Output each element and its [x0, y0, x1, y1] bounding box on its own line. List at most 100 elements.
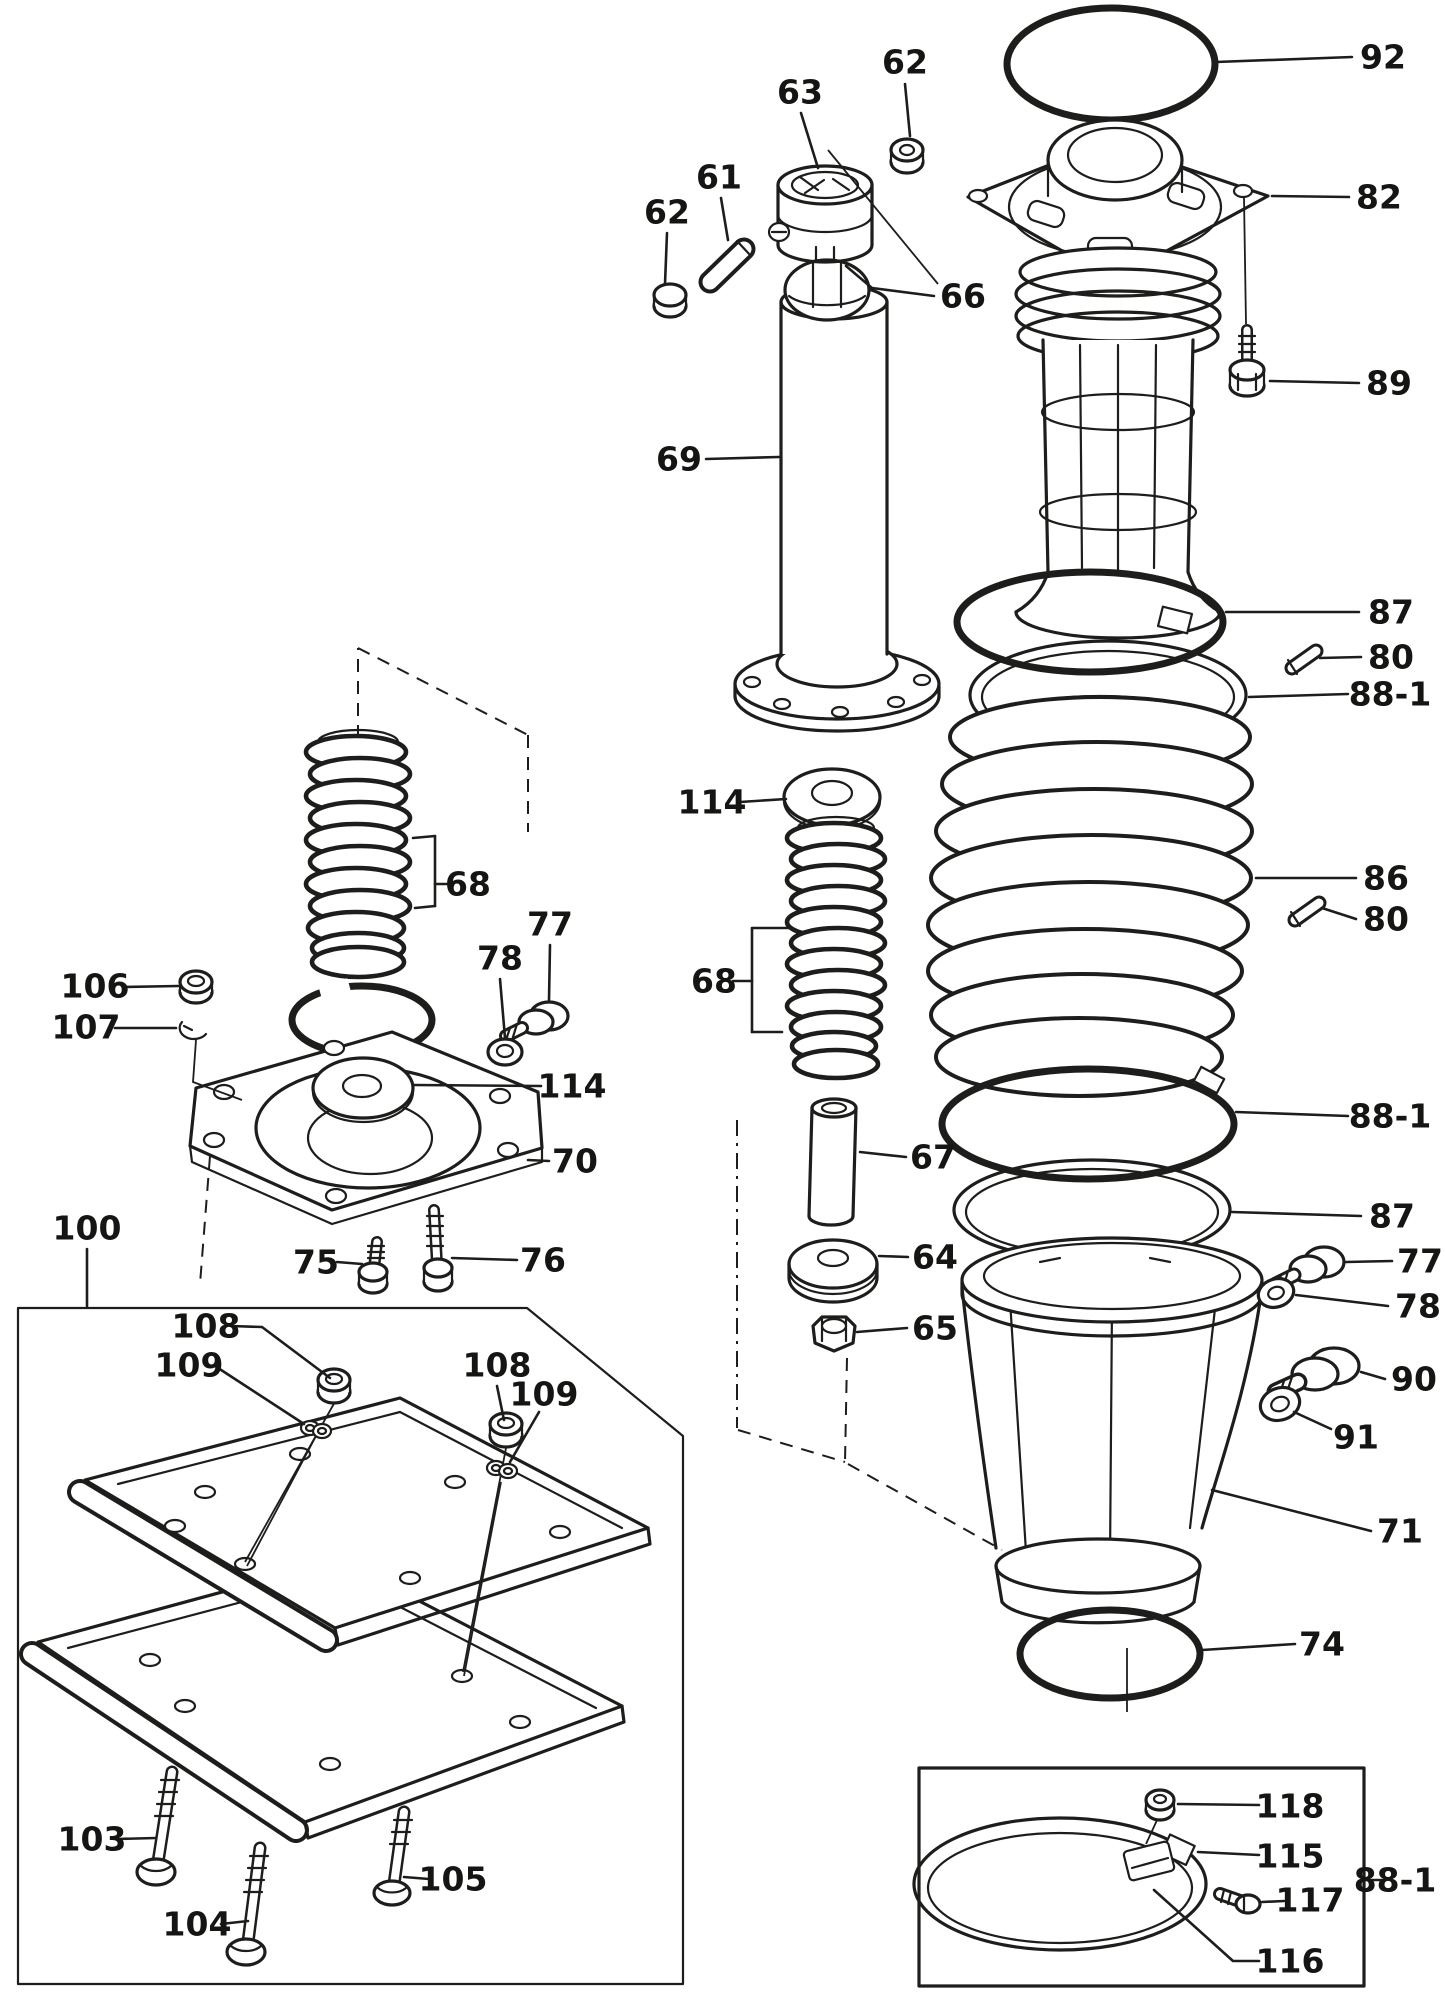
- leader-line-109: [213, 1364, 306, 1426]
- part-105-bolt: [372, 1805, 414, 1907]
- leader-line-108: [495, 1384, 506, 1422]
- leader-line-87: [1230, 1210, 1363, 1218]
- part-75-bolt: [357, 1236, 389, 1295]
- part-66-ball-joint: [783, 258, 871, 322]
- leader-line-77: [1344, 1259, 1394, 1264]
- part-106-nut: [178, 969, 214, 1005]
- part-108-nut-right: [462, 1411, 524, 1677]
- part-number-label-108: 108: [172, 1307, 241, 1346]
- part-number-label-74: 74: [1299, 1625, 1345, 1664]
- inset-assembly: [912, 1766, 1366, 1988]
- part-number-label-62: 62: [644, 193, 690, 232]
- leader-line-82: [1270, 194, 1351, 199]
- part-lower-foot-plate: [19, 1558, 626, 1843]
- part-number-label-117: 117: [1276, 1881, 1345, 1920]
- leader-line-90: [1359, 1370, 1387, 1381]
- leader-line-70: [526, 1158, 551, 1163]
- part-76-bolt: [422, 1204, 454, 1293]
- part-buckle: [1122, 1840, 1176, 1882]
- leader-line-115: [1196, 1850, 1261, 1857]
- part-86-bellows: [926, 694, 1254, 1098]
- foot-assembly: [16, 1306, 685, 1986]
- part-number-label-107: 107: [52, 1008, 121, 1047]
- part-number-label-91: 91: [1333, 1418, 1379, 1457]
- part-104-bolt: [225, 1841, 270, 1967]
- part-number-label-118: 118: [1256, 1787, 1325, 1826]
- part-71-lower-housing: [960, 1236, 1264, 1625]
- part-number-label-82: 82: [1356, 178, 1402, 217]
- part-number-label-63: 63: [777, 73, 823, 112]
- leader-line-114: [738, 797, 788, 804]
- part-62-cap: [652, 282, 688, 319]
- part-number-label-62: 62: [882, 43, 928, 82]
- leader-line-62: [663, 231, 669, 286]
- part-number-label-116: 116: [1256, 1942, 1325, 1981]
- leader-line-88-1: [1247, 692, 1350, 699]
- part-number-label-77: 77: [1397, 1242, 1443, 1281]
- leader-line-74: [1200, 1642, 1297, 1652]
- part-number-label-88-1: 88-1: [1349, 1097, 1432, 1136]
- part-number-label-80: 80: [1363, 900, 1409, 939]
- part-upper-foot-plate: [67, 1396, 652, 1653]
- part-number-label-64: 64: [912, 1238, 958, 1277]
- part-number-label-78: 78: [1395, 1287, 1441, 1326]
- part-number-label-115: 115: [1256, 1837, 1325, 1876]
- part-number-label-114: 114: [678, 783, 747, 822]
- leader-line-78: [1294, 1293, 1390, 1308]
- leader-line-108: [229, 1324, 332, 1380]
- part-74-o-ring: [1016, 1606, 1204, 1702]
- part-number-label-68: 68: [691, 962, 737, 1001]
- leader-line-117: [1260, 1899, 1286, 1904]
- leader-line-65: [855, 1326, 909, 1334]
- part-number-label-71: 71: [1377, 1512, 1423, 1551]
- part-number-label-65: 65: [912, 1309, 958, 1348]
- leader-line-118: [1176, 1802, 1261, 1807]
- leader-line-68: [413, 904, 437, 910]
- part-64-grommet: [787, 1238, 879, 1304]
- leader-line-89: [1268, 379, 1361, 385]
- leader-line-78: [498, 977, 507, 1040]
- part-80-pin-lower: [1287, 895, 1327, 928]
- left-assembly: [178, 728, 570, 1295]
- part-guide-cage: [1014, 246, 1222, 640]
- part-80-pin-upper: [1284, 643, 1324, 676]
- part-62-stop-nut: [889, 137, 925, 175]
- leader-line-76: [450, 1256, 519, 1262]
- alignment-lines: [192, 149, 1003, 1551]
- leader-line-114: [412, 1083, 543, 1088]
- part-number-label-114: 114: [538, 1067, 607, 1106]
- part-number-label-109: 109: [155, 1346, 224, 1385]
- part-103-bolt: [135, 1765, 181, 1887]
- part-number-label-68: 68: [445, 865, 491, 904]
- part-number-label-89: 89: [1366, 364, 1412, 403]
- leader-line-104: [219, 1919, 250, 1926]
- part-number-label-80: 80: [1368, 638, 1414, 677]
- leader-line-77: [547, 943, 552, 1002]
- leader-line-62: [903, 82, 912, 138]
- part-109-washer-left: [299, 1419, 333, 1440]
- part-69-cylinder: [733, 283, 941, 733]
- leader-line-71: [1210, 1488, 1373, 1533]
- part-number-label-61: 61: [696, 158, 742, 197]
- part-number-label-75: 75: [293, 1243, 339, 1282]
- part-number-label-76: 76: [520, 1241, 566, 1280]
- part-117-bolt: [1213, 1887, 1262, 1915]
- leader-line-80: [1318, 655, 1363, 660]
- part-78-washer-right: [1256, 1276, 1296, 1310]
- leader-line-68: [411, 834, 437, 840]
- part-number-label-87: 87: [1369, 1197, 1415, 1236]
- part-70-flange-plate: [188, 1030, 544, 1226]
- part-63-crank-collar: [767, 164, 874, 264]
- part-number-label-103: 103: [58, 1820, 127, 1859]
- leader-line-69: [704, 455, 781, 461]
- part-116-clamp-band: [912, 1816, 1208, 1952]
- leader-line-105: [402, 1875, 431, 1881]
- leader-line-103: [115, 1836, 158, 1841]
- part-number-label-88-1: 88-1: [1354, 1861, 1437, 1900]
- part-number-label-92: 92: [1360, 38, 1406, 77]
- leader-line-116: [1152, 1888, 1261, 1963]
- leader-line-88-1: [1234, 1110, 1350, 1118]
- part-number-label-86: 86: [1363, 859, 1409, 898]
